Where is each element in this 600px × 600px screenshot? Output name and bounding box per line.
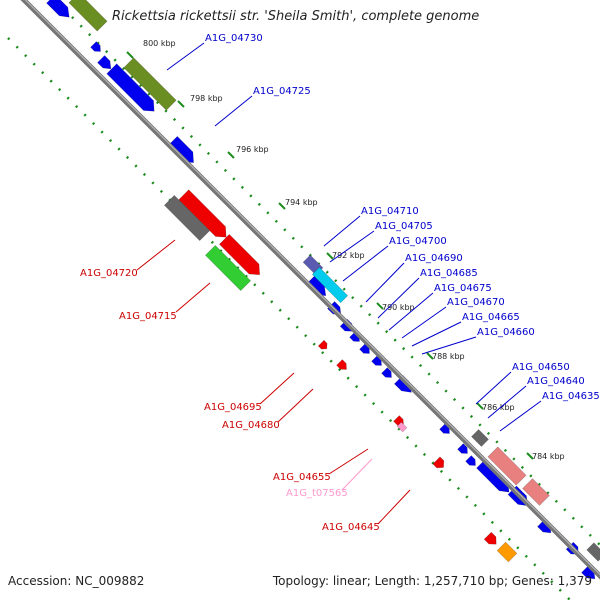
- forward-gene-label[interactable]: A1G_04710: [361, 206, 419, 217]
- scale-tick-label: 788 kbp: [432, 352, 465, 361]
- forward-cds-feature[interactable]: [381, 367, 392, 378]
- reverse-gene-label[interactable]: A1G_04655: [273, 472, 331, 483]
- scale-tick: [426, 352, 434, 360]
- scale-tick-label: 796 kbp: [236, 145, 269, 154]
- forward-gene-label[interactable]: A1G_04690: [405, 253, 463, 264]
- forward-cds-feature[interactable]: [106, 63, 155, 112]
- reverse-cds-feature[interactable]: [218, 233, 261, 276]
- scale-tick-label: 794 kbp: [285, 198, 318, 207]
- forward-gene-label[interactable]: A1G_04730: [205, 33, 263, 44]
- gene-label-leader: [411, 321, 462, 347]
- cog-bar-pink[interactable]: [396, 421, 408, 433]
- guide-dots-reverse-outer: [7, 37, 571, 600]
- reverse-gene-label[interactable]: A1G_04715: [119, 311, 177, 322]
- forward-cds-feature[interactable]: [90, 41, 101, 52]
- gene-label-leader: [342, 245, 389, 282]
- scale-tick: [177, 100, 185, 108]
- gene-label-leader: [214, 95, 253, 127]
- genome-backbone: [20, 0, 600, 580]
- accession-text: Accession: NC_009882: [8, 574, 145, 588]
- scale-tick-label: 792 kbp: [332, 251, 365, 260]
- gene-label-leader: [341, 458, 373, 491]
- reverse-cds-feature[interactable]: [483, 531, 497, 545]
- scale-ticks: 800 kbp 798 kbp 796 kbp 794 kbp 792 kbp 790 k…: [126, 39, 565, 461]
- gene-label-leader: [475, 371, 512, 405]
- cog-bar-olive[interactable]: [123, 57, 177, 111]
- cog-bar-green[interactable]: [204, 244, 252, 292]
- forward-gene-label[interactable]: A1G_04670: [447, 297, 505, 308]
- forward-gene-label[interactable]: A1G_04660: [477, 327, 535, 338]
- gene-label-leader: [377, 489, 411, 525]
- gene-label-leader: [136, 239, 176, 271]
- reverse-cds-feature[interactable]: [317, 339, 328, 350]
- forward-cds-feature[interactable]: [457, 443, 468, 454]
- gene-label-leader: [166, 42, 205, 71]
- gene-label-leader: [499, 400, 542, 432]
- reverse-cds-feature[interactable]: [432, 456, 445, 469]
- gene-label-leader: [377, 277, 420, 319]
- reverse-gene-label[interactable]: A1G_04720: [80, 268, 138, 279]
- gene-labels: A1G_04730A1G_04725A1G_04710A1G_04705A1G_…: [80, 33, 600, 533]
- reverse-gene-label[interactable]: A1G_t07565: [286, 488, 348, 499]
- cog-bar-pink[interactable]: [522, 478, 550, 506]
- reverse-gene-label[interactable]: A1G_04645: [322, 522, 380, 533]
- genome-summary-text: Topology: linear; Length: 1,257,710 bp; …: [272, 574, 592, 588]
- forward-gene-label[interactable]: A1G_04650: [512, 362, 570, 373]
- forward-gene-label[interactable]: A1G_04685: [420, 268, 478, 279]
- gene-label-leader: [421, 336, 477, 355]
- forward-cds-feature[interactable]: [465, 455, 476, 466]
- cog-bar-grey[interactable]: [586, 542, 600, 562]
- gene-label-leader: [365, 262, 405, 303]
- scale-tick: [476, 402, 484, 410]
- cog-bar-grey[interactable]: [163, 194, 211, 242]
- cog-bar-olive[interactable]: [68, 0, 108, 32]
- scale-tick: [526, 452, 534, 460]
- genome-backbone-highlight: [24, 0, 600, 576]
- gene-label-leader: [323, 215, 361, 247]
- guide-dots-forward-outer: [54, 0, 600, 546]
- cog-bar-orange[interactable]: [496, 541, 518, 563]
- reverse-gene-label[interactable]: A1G_04680: [222, 420, 280, 431]
- forward-cds-feature[interactable]: [97, 55, 112, 70]
- gene-label-leader: [328, 448, 369, 475]
- forward-gene-label[interactable]: A1G_04700: [389, 236, 447, 247]
- forward-cds-feature[interactable]: [311, 266, 349, 304]
- forward-gene-label[interactable]: A1G_04675: [434, 283, 492, 294]
- scale-tick-label: 786 kbp: [482, 403, 515, 412]
- forward-gene-label[interactable]: A1G_04725: [253, 86, 311, 97]
- scale-tick-label: 800 kbp: [143, 39, 176, 48]
- scale-tick: [326, 252, 334, 260]
- gene-label-leader: [277, 388, 314, 423]
- gene-label-leader: [388, 292, 434, 331]
- cog-bar-pink[interactable]: [487, 446, 527, 486]
- forward-gene-label[interactable]: A1G_04665: [462, 312, 520, 323]
- scale-tick-label: 798 kbp: [190, 94, 223, 103]
- scale-tick-label: 784 kbp: [532, 452, 565, 461]
- scale-tick-label: 790 kbp: [382, 303, 415, 312]
- reverse-cds-feature[interactable]: [336, 359, 347, 370]
- scale-tick: [376, 302, 384, 310]
- reverse-gene-label[interactable]: A1G_04695: [204, 402, 262, 413]
- map-title: Rickettsia rickettsii str. 'Sheila Smith…: [112, 9, 480, 24]
- scale-tick: [126, 51, 134, 59]
- reverse-cds-feature[interactable]: [178, 189, 227, 238]
- scale-tick: [227, 151, 235, 159]
- reverse-strand-features: [163, 189, 518, 563]
- gene-label-leader: [487, 385, 527, 419]
- cog-bar-grey[interactable]: [471, 429, 489, 447]
- gene-label-leader: [175, 282, 211, 313]
- gene-label-leader: [259, 372, 295, 405]
- forward-gene-label[interactable]: A1G_04640: [527, 376, 585, 387]
- forward-gene-label[interactable]: A1G_04705: [375, 221, 433, 232]
- gene-label-leader: [401, 306, 447, 339]
- gene-label-leader: [329, 230, 375, 263]
- forward-gene-label[interactable]: A1G_04635: [542, 391, 600, 402]
- forward-cds-feature[interactable]: [46, 0, 70, 18]
- scale-tick: [278, 202, 286, 210]
